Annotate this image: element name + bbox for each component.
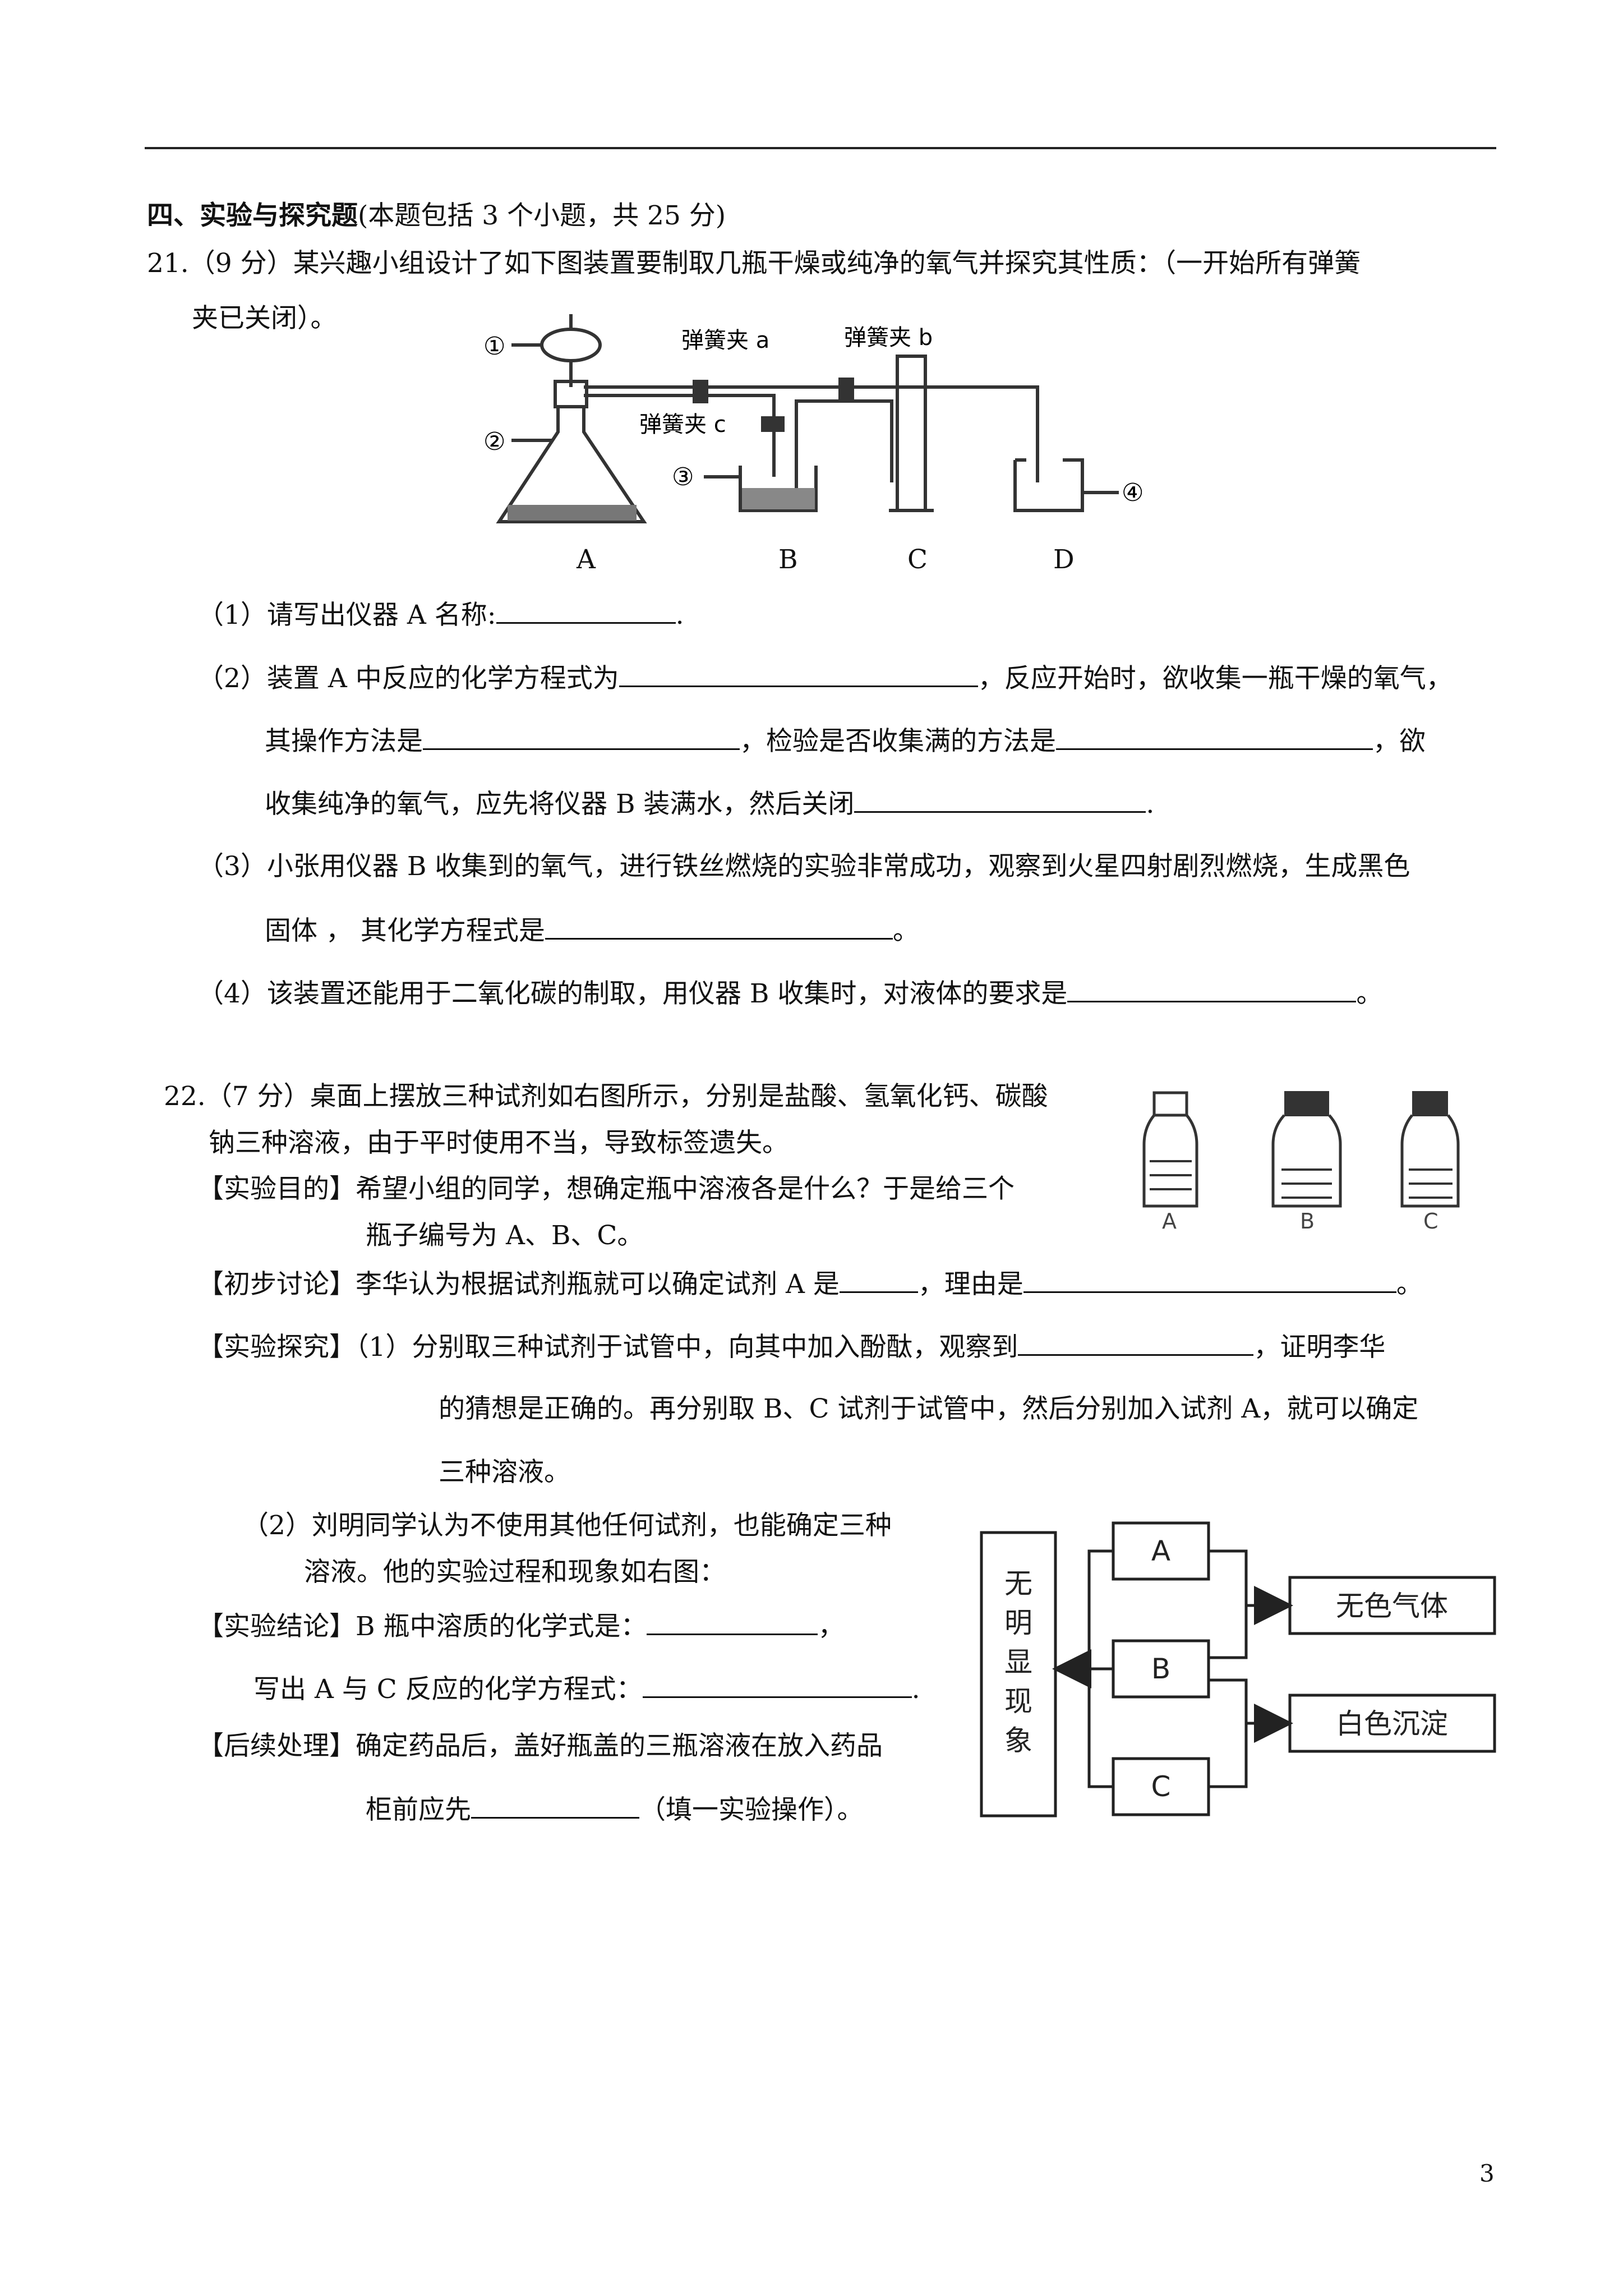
flask-solid [508, 505, 637, 521]
answer-blank[interactable] [839, 1267, 918, 1293]
flow-label-c: C [1151, 1770, 1171, 1803]
answer-blank[interactable] [1018, 1329, 1254, 1356]
q21-part2-line3: 收集纯净的氧气，应先将仪器 B 装满水，然后关闭. [265, 786, 1154, 821]
answer-blank[interactable] [545, 913, 893, 940]
no-phenomenon-char-5: 象 [1004, 1724, 1032, 1757]
bottle-a-body [1142, 1114, 1198, 1208]
delivery-tube-b [584, 385, 1039, 482]
answer-blank[interactable] [647, 1609, 818, 1635]
q21-stem-line1: 21.（9 分）某兴趣小组设计了如下图装置要制取几瓶干燥或纯净的氧气并探究其性质… [147, 248, 1361, 279]
apparatus-label-a: A [577, 544, 596, 575]
clip-c-label: 弹簧夹 c [639, 412, 726, 438]
answer-blank[interactable] [619, 661, 978, 687]
clip-a-marker [693, 380, 708, 403]
answer-blank[interactable] [1023, 1267, 1396, 1293]
q22-conclusion: 【实验结论】B 瓶中溶质的化学式是：， [197, 1609, 844, 1644]
q22-stem-line1: 22.（7 分）桌面上摆放三种试剂如右图所示，分别是盐酸、氢氧化钙、碳酸 [164, 1081, 1048, 1112]
section-title: 四、实验与探究题 [147, 200, 358, 231]
q21-part2-line1: （2）装置 A 中反应的化学方程式为，反应开始时，欲收集一瓶干燥的氧气， [197, 661, 1453, 696]
bottle-d [1013, 458, 1084, 512]
q22-explore-line2: 的猜想是正确的。再分别取 B、C 试剂于试管中，然后分别加入试剂 A，就可以确定 [439, 1393, 1419, 1424]
bottle-c-body [1400, 1114, 1460, 1208]
bottle-label-b: B [1300, 1209, 1315, 1234]
clip-c-marker [761, 416, 785, 432]
q22-discussion: 【初步讨论】李华认为根据试剂瓶就可以确定试剂 A 是，理由是。 [197, 1267, 1423, 1301]
bottle-b-cap [1284, 1091, 1329, 1116]
flow-label-a: A [1151, 1535, 1170, 1567]
answer-blank[interactable] [423, 724, 740, 750]
q22-goal-line2: 瓶子编号为 A、B、C。 [366, 1220, 644, 1251]
q22-explore2-line1: （2）刘明同学认为不使用其他任何试剂，也能确定三种 [242, 1510, 892, 1541]
no-phenomenon-char-2: 明 [1004, 1607, 1032, 1639]
tube-to-c [795, 399, 893, 488]
answer-blank[interactable] [1067, 976, 1357, 1002]
bottle-b-liquid [742, 488, 815, 509]
apparatus-label-b: B [778, 544, 798, 575]
circle-label-2: ② [483, 427, 505, 456]
no-phenomenon-char-3: 显 [1004, 1646, 1032, 1678]
q22-stem-line2: 钠三种溶液，由于平时使用不当，导致标签遗失。 [209, 1128, 789, 1158]
q21-part1: （1）请写出仪器 A 名称:. [197, 597, 684, 632]
answer-blank[interactable] [642, 1672, 912, 1698]
header-rule [145, 147, 1496, 149]
precipitate-result-text: 白色沉淀 [1336, 1708, 1448, 1740]
delivery-tube-a [584, 394, 776, 477]
answer-blank[interactable] [1056, 724, 1373, 750]
bottle-b [739, 466, 818, 512]
q21-stem-line2: 夹已关闭）。 [192, 303, 337, 334]
q21-part4: （4）该装置还能用于二氧化碳的制取，用仪器 B 收集时，对液体的要求是。 [197, 976, 1382, 1011]
circle-label-3: ③ [672, 463, 694, 491]
bottle-label-a: A [1162, 1209, 1177, 1234]
answer-blank[interactable] [496, 597, 676, 624]
page-number: 3 [1479, 2160, 1495, 2187]
bottle-c-cap [1412, 1091, 1448, 1116]
no-phenomenon-char-4: 现 [1004, 1685, 1032, 1718]
section-note: (本题包括 3 个小题，共 25 分) [358, 200, 726, 231]
q21-part3-line2: 固体 ， 其化学方程式是。 [265, 913, 919, 948]
q22-explore-line1: 【实验探究】（1）分别取三种试剂于试管中，向其中加入酚酞，观察到，证明李华 [197, 1329, 1385, 1364]
no-phenomenon-char-1: 无 [1004, 1567, 1032, 1600]
gas-result-text: 无色气体 [1336, 1590, 1448, 1622]
q22-goal-line1: 【实验目的】希望小组的同学，想确定瓶中溶液各是什么？于是给三个 [197, 1174, 1015, 1204]
answer-blank[interactable] [471, 1792, 639, 1819]
conical-flask [496, 407, 647, 523]
right-bracket-ab [1209, 1549, 1248, 1659]
apparatus-label-d: D [1053, 544, 1075, 575]
clip-a-label: 弹簧夹 a [681, 328, 769, 353]
answer-blank[interactable] [854, 786, 1146, 813]
apparatus-label-c: C [907, 544, 928, 575]
q22-followup-line1: 【后续处理】确定药品后，盖好瓶盖的三瓶溶液在放入药品 [197, 1731, 883, 1761]
flow-label-b: B [1151, 1653, 1170, 1685]
q21-part3-line1: （3）小张用仪器 B 收集到的氧气，进行铁丝燃烧的实验非常成功，观察到火星四射剧… [197, 851, 1410, 882]
bottle-b-body [1271, 1114, 1342, 1208]
q22-followup-line2: 柜前应先（填一实验操作）。 [366, 1792, 864, 1827]
bottle-a-neck [1152, 1091, 1188, 1117]
circle-label-4: ④ [1122, 478, 1144, 507]
section-heading: 四、实验与探究题(本题包括 3 个小题，共 25 分) [147, 199, 726, 233]
clip-b-label: 弹簧夹 b [844, 325, 933, 351]
circle-label-1: ① [483, 332, 505, 361]
q21-part2-line2: 其操作方法是，检验是否收集满的方法是，欲 [265, 724, 1426, 758]
q22-equation: 写出 A 与 C 反应的化学方程式：. [253, 1672, 920, 1706]
right-bracket-bc [1209, 1678, 1248, 1788]
q22-explore-line3: 三种溶液。 [439, 1457, 570, 1488]
bottle-label-c: C [1423, 1209, 1438, 1234]
q22-explore2-line2: 溶液。他的实验过程和现象如右图： [304, 1557, 726, 1588]
